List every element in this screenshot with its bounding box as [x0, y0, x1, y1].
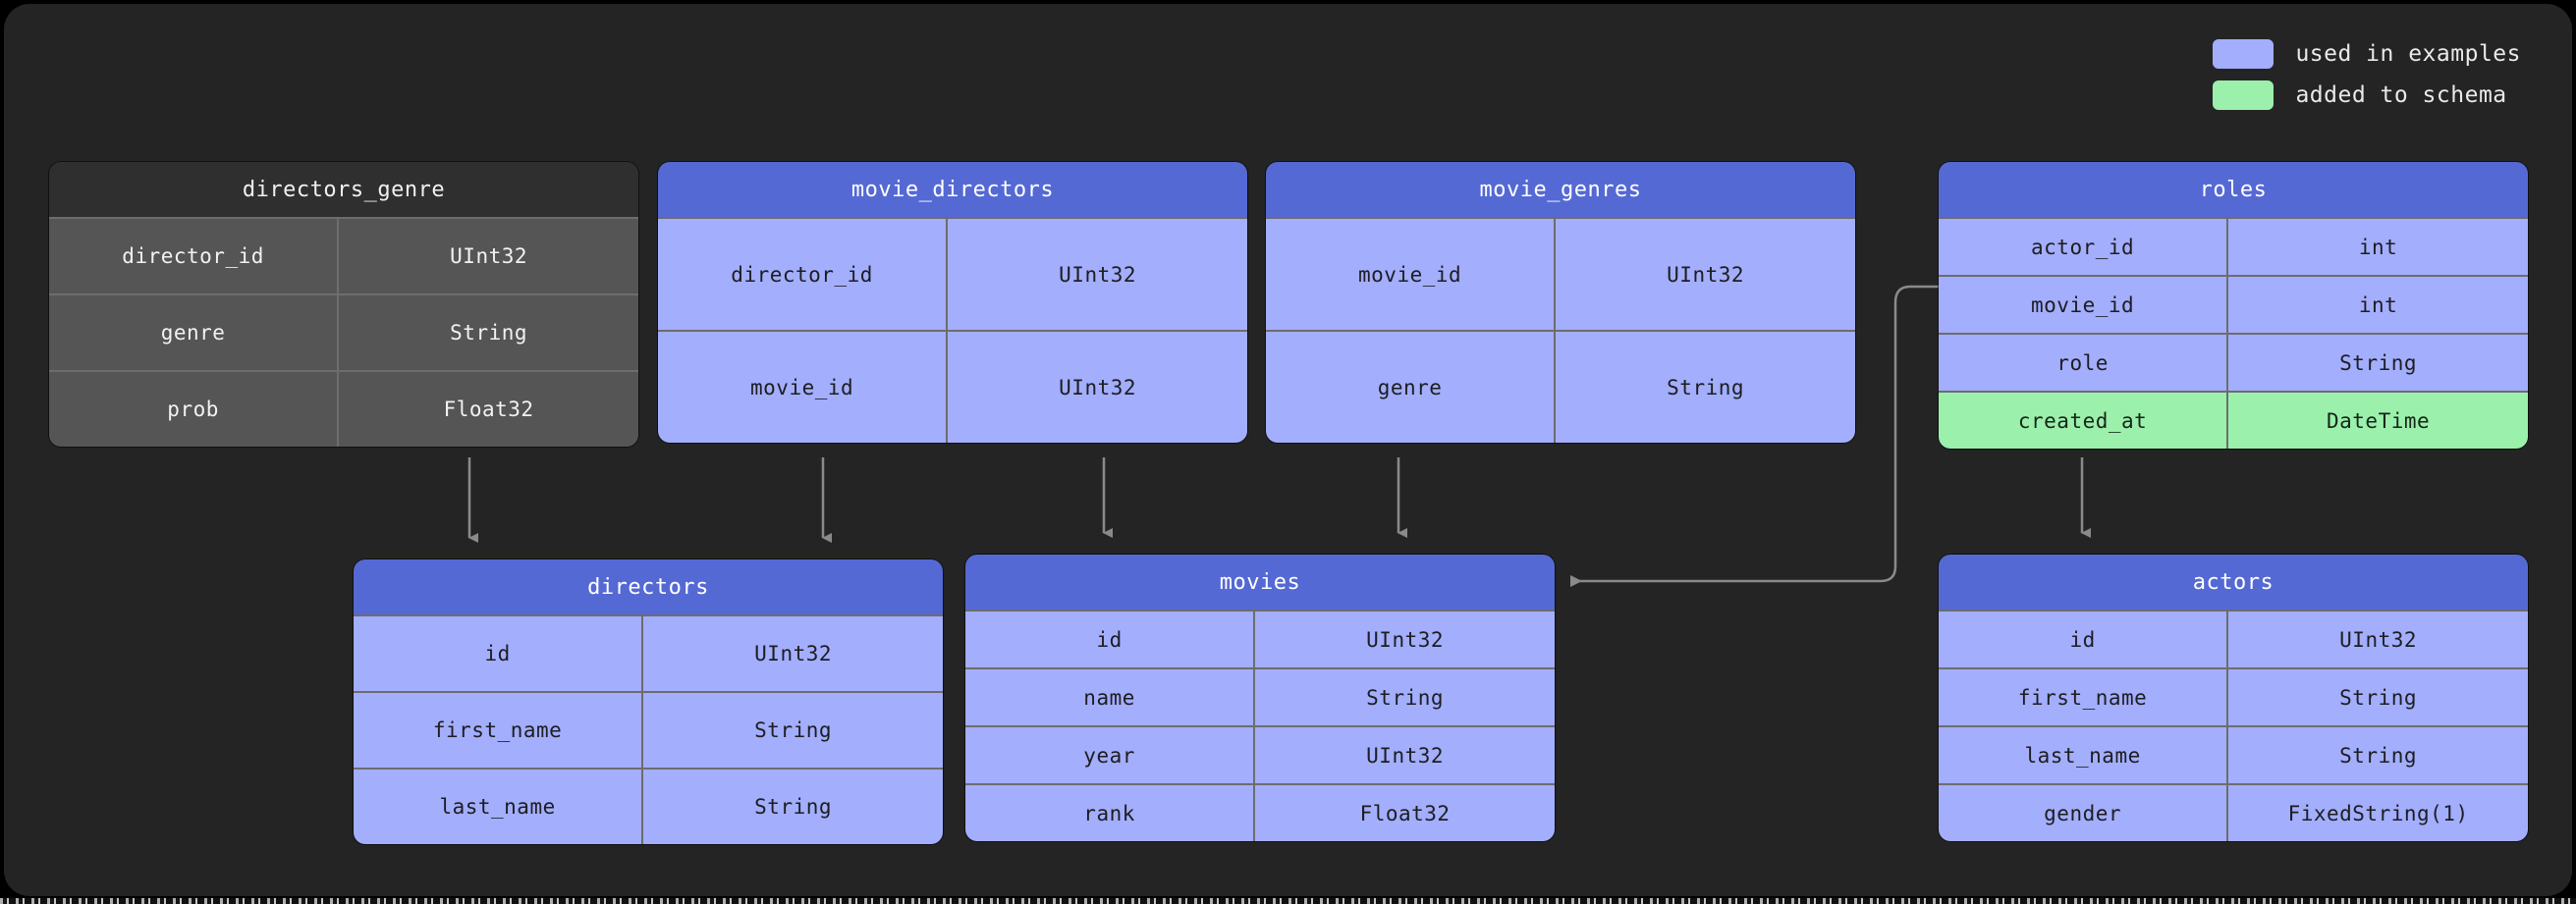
table-row[interactable]: prob Float32 — [49, 370, 638, 447]
legend-item-used-in-examples: used in examples — [2213, 39, 2521, 69]
column-name-cell: created_at — [1939, 393, 2229, 449]
table-row[interactable]: genre String — [1266, 330, 1855, 443]
column-type-cell: UInt32 — [1667, 262, 1745, 287]
table-row[interactable]: first_name String — [1939, 667, 2528, 725]
table-title-movie_directors: movie_directors — [658, 162, 1247, 217]
column-type-cell: String — [1366, 685, 1445, 710]
table-row[interactable]: movie_id UInt32 — [658, 330, 1247, 443]
column-name-cell: director_id — [49, 219, 340, 293]
table-row[interactable]: id UInt32 — [354, 614, 943, 691]
legend-swatch-used-in-examples — [2213, 39, 2275, 69]
table-title-actors: actors — [1939, 555, 2528, 610]
table-title-directors: directors — [354, 559, 943, 614]
column-type-cell: String — [2339, 685, 2418, 710]
legend: used in examples added to schema — [2213, 39, 2521, 110]
table-title-directors_genre: directors_genre — [49, 162, 638, 217]
column-type-cell: Float32 — [443, 398, 534, 421]
column-type-cell: int — [2358, 292, 2398, 317]
table-row[interactable]: first_name String — [354, 691, 943, 768]
table-title-movies: movies — [965, 555, 1555, 610]
column-type-cell: UInt32 — [1059, 262, 1137, 287]
column-type-cell: String — [2339, 350, 2418, 375]
column-name-cell: movie_id — [1939, 277, 2229, 333]
column-name-cell: id — [965, 612, 1256, 667]
column-type-cell: UInt32 — [1366, 627, 1445, 652]
table-row[interactable]: year UInt32 — [965, 725, 1555, 783]
column-name-cell: gender — [1939, 785, 2229, 841]
column-name-cell: movie_id — [658, 332, 949, 443]
table-row[interactable]: created_at DateTime — [1939, 391, 2528, 449]
column-type-cell: String — [754, 718, 833, 742]
column-name-cell: id — [354, 616, 644, 691]
table-row[interactable]: role String — [1939, 333, 2528, 391]
column-name-cell: name — [965, 669, 1256, 725]
table-row[interactable]: genre String — [49, 293, 638, 370]
bottom-edge-artifact — [0, 898, 2576, 904]
table-row[interactable]: gender FixedString(1) — [1939, 783, 2528, 841]
table-row[interactable]: movie_id int — [1939, 275, 2528, 333]
column-type-cell: FixedString(1) — [2287, 801, 2469, 825]
column-name-cell: rank — [965, 785, 1256, 841]
column-name-cell: genre — [49, 295, 340, 370]
table-row[interactable]: name String — [965, 667, 1555, 725]
column-type-cell: UInt32 — [2339, 627, 2418, 652]
table-row[interactable]: id UInt32 — [1939, 610, 2528, 667]
column-type-cell: UInt32 — [1059, 375, 1137, 399]
column-type-cell: DateTime — [2327, 408, 2431, 433]
column-name-cell: last_name — [1939, 727, 2229, 783]
table-row[interactable]: id UInt32 — [965, 610, 1555, 667]
column-name-cell: actor_id — [1939, 219, 2229, 275]
table-title-movie_genres: movie_genres — [1266, 162, 1855, 217]
column-type-cell: UInt32 — [754, 642, 833, 665]
column-type-cell: String — [754, 795, 833, 819]
table-row[interactable]: director_id UInt32 — [49, 217, 638, 293]
table-row[interactable]: actor_id int — [1939, 217, 2528, 275]
column-type-cell: Float32 — [1359, 801, 1451, 825]
column-name-cell: first_name — [354, 693, 644, 768]
legend-swatch-added-to-schema — [2213, 80, 2275, 110]
table-row[interactable]: rank Float32 — [965, 783, 1555, 841]
table-row[interactable]: director_id UInt32 — [658, 217, 1247, 330]
column-name-cell: first_name — [1939, 669, 2229, 725]
table-row[interactable]: last_name String — [354, 768, 943, 844]
column-name-cell: id — [1939, 612, 2229, 667]
legend-label-used-in-examples: used in examples — [2295, 41, 2521, 67]
table-row[interactable]: last_name String — [1939, 725, 2528, 783]
column-name-cell: last_name — [354, 770, 644, 844]
column-name-cell: prob — [49, 372, 340, 447]
column-type-cell: String — [450, 321, 528, 345]
column-name-cell: movie_id — [1266, 219, 1557, 330]
column-name-cell: role — [1939, 335, 2229, 391]
column-type-cell: String — [2339, 743, 2418, 768]
column-name-cell: director_id — [658, 219, 949, 330]
table-title-roles: roles — [1939, 162, 2528, 217]
column-type-cell: UInt32 — [1366, 743, 1445, 768]
legend-label-added-to-schema: added to schema — [2295, 82, 2507, 108]
column-type-cell: UInt32 — [450, 244, 528, 268]
column-name-cell: year — [965, 727, 1256, 783]
table-row[interactable]: movie_id UInt32 — [1266, 217, 1855, 330]
column-type-cell: int — [2358, 235, 2398, 259]
legend-item-added-to-schema: added to schema — [2213, 80, 2521, 110]
column-type-cell: String — [1667, 375, 1745, 399]
column-name-cell: genre — [1266, 332, 1557, 443]
